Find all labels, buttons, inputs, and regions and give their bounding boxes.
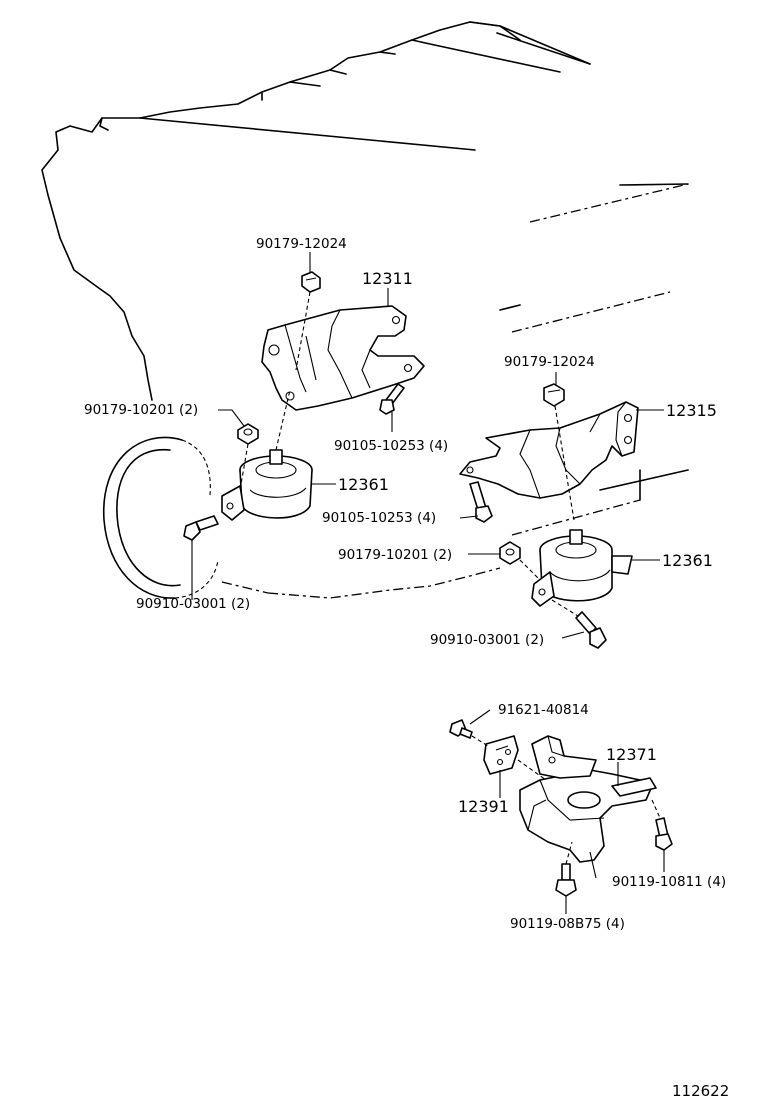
label-bolt-rear-bottom: 90119-08B75 (4) — [510, 916, 625, 932]
leader-bolt-right-mount — [551, 599, 579, 617]
label-bolt-rear-small: 91621-40814 — [498, 702, 589, 718]
flywheel-housing-outline — [103, 436, 219, 599]
label-insulator-left: 12361 — [338, 475, 389, 494]
label-nut-upper-left: 90179-12024 — [256, 236, 347, 252]
bolt-rear-bottom — [555, 863, 577, 897]
callout-labels: 90179-12024 12311 90179-10201 (2) 90105-… — [84, 236, 729, 1100]
leader-nut-upper-left — [295, 291, 311, 371]
leader-bolt-rear-side — [651, 799, 661, 819]
label-nut-right-front: 90179-10201 (2) — [338, 547, 452, 563]
leader-insulator-left-up — [275, 389, 291, 451]
diagram-number: 112622 — [672, 1082, 729, 1100]
nut-left-front — [237, 423, 259, 445]
engine-mount-stopper-rear — [483, 735, 519, 775]
engine-mount-insulator-left — [221, 449, 313, 521]
hex-nut-upper-right — [543, 383, 565, 407]
callout-leaders — [191, 252, 665, 914]
leader-nut-right-front — [519, 559, 541, 581]
leader-nut-upper-right — [554, 405, 575, 521]
label-stopper-rear: 12391 — [458, 797, 509, 816]
label-bracket-right: 12315 — [666, 401, 717, 420]
bolt-left-mount — [183, 515, 219, 541]
engine-mount-insulator-right — [531, 529, 633, 607]
nut-right-front — [499, 541, 521, 565]
leader-bolt-rear-bottom — [565, 841, 573, 865]
label-bolt-right-bracket: 90105-10253 (4) — [322, 510, 436, 526]
leader-stopper-to-insulator — [517, 759, 547, 781]
label-nut-left-front: 90179-10201 (2) — [84, 402, 198, 418]
bolt-rear-small — [449, 719, 473, 739]
label-bracket-left: 12311 — [362, 269, 413, 288]
engine-mount-insulator-rear — [519, 735, 657, 879]
bolt-left-bracket — [379, 383, 405, 415]
leader-nut-left-front — [239, 443, 249, 491]
bolt-rear-side — [655, 817, 673, 851]
label-bolt-left-mount: 90910-03001 (2) — [136, 596, 250, 612]
label-bolt-rear-side: 90119-10811 (4) — [612, 874, 726, 890]
leader-bolt-rear-small — [471, 735, 489, 747]
hex-nut-upper-left — [301, 271, 321, 293]
label-insulator-right: 12361 — [662, 551, 713, 570]
label-bolt-left-bracket: 90105-10253 (4) — [334, 438, 448, 454]
bolt-right-mount — [575, 611, 607, 649]
engine-mount-bracket-right — [459, 401, 639, 499]
label-insulator-rear: 12371 — [606, 745, 657, 764]
engine-mount-bracket-left — [261, 305, 425, 411]
engine-block-outline — [41, 21, 689, 599]
label-bolt-right-mount: 90910-03001 (2) — [430, 632, 544, 648]
label-nut-upper-right: 90179-12024 — [504, 354, 595, 370]
